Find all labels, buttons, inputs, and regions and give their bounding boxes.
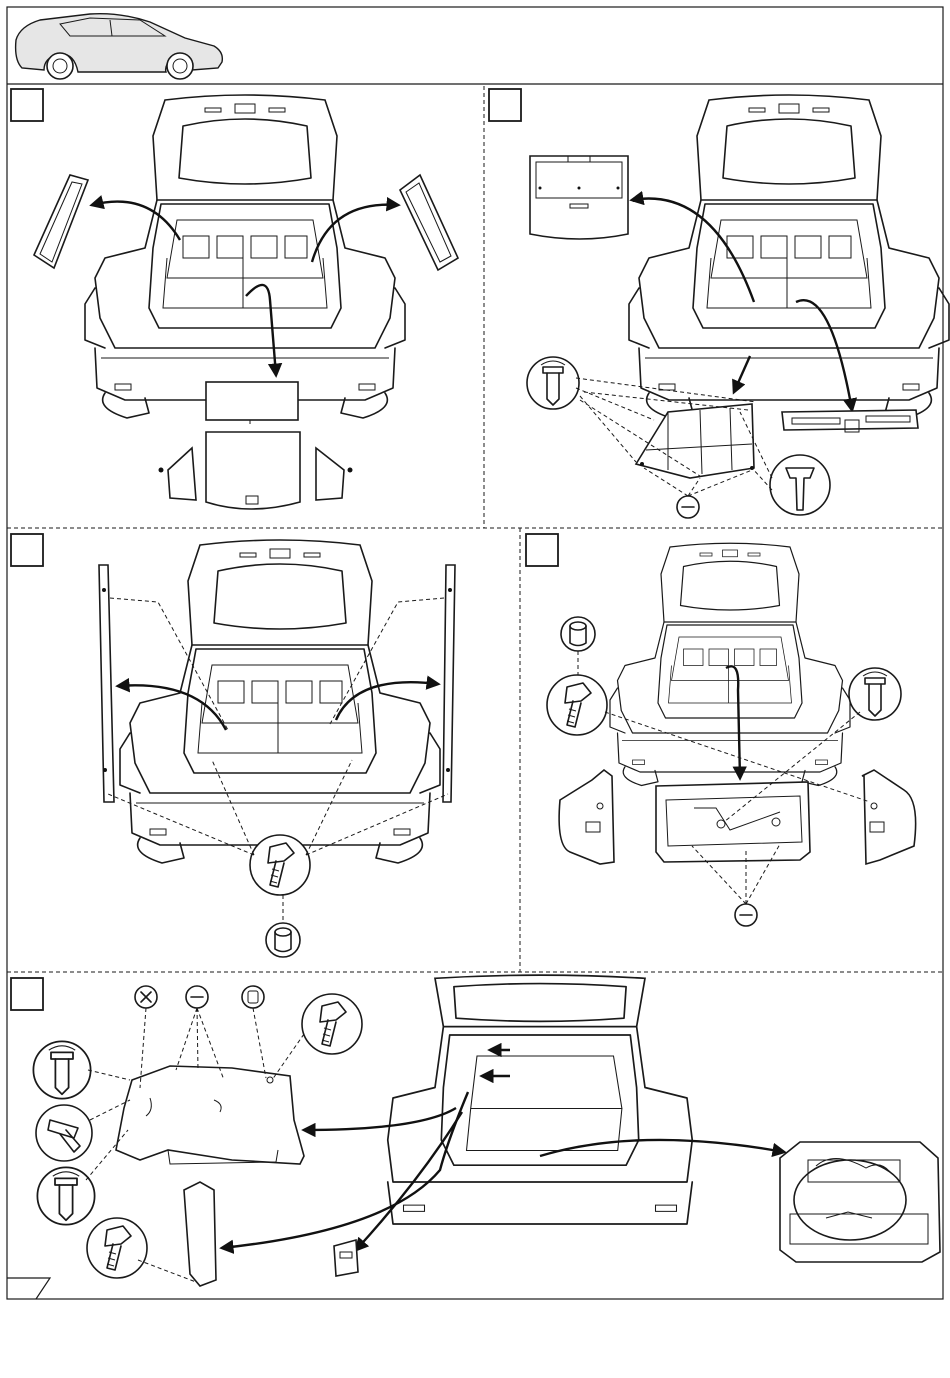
step-2-box xyxy=(489,89,521,121)
sill-plate xyxy=(782,410,918,432)
spare-tire-tray xyxy=(780,1142,940,1262)
panel-5 xyxy=(33,975,940,1286)
car-side-view-icon xyxy=(16,14,223,79)
bolt-icon xyxy=(87,1218,147,1278)
page-corner-tab xyxy=(7,1278,50,1299)
phillips-screwdriver-icon xyxy=(135,986,157,1008)
panel-4 xyxy=(547,543,916,926)
quarter-trim-panel xyxy=(116,1066,304,1164)
phillips-screw-icon xyxy=(36,1105,92,1161)
step-4-box xyxy=(526,534,558,566)
bolt-icon xyxy=(547,675,607,735)
flat-screwdriver-icon xyxy=(186,986,208,1008)
step-1-box xyxy=(11,89,43,121)
pillar-trim-left xyxy=(99,565,114,802)
nut-icon xyxy=(242,986,264,1008)
small-cover xyxy=(334,1240,358,1276)
clip-icon xyxy=(33,1041,90,1098)
car-rear-view xyxy=(629,95,949,418)
side-trim-left xyxy=(34,175,88,268)
floor-board-parts xyxy=(159,382,353,509)
nut-icon xyxy=(266,923,300,957)
side-trim-right xyxy=(400,175,458,270)
cargo-box xyxy=(636,404,754,478)
rear-floor-panel xyxy=(656,782,810,862)
pillar-trim xyxy=(184,1182,216,1286)
clip-icon xyxy=(527,357,579,409)
car-rear-view xyxy=(85,95,405,418)
tonneau-cover xyxy=(530,156,636,239)
nut-icon xyxy=(561,617,595,651)
panel-1 xyxy=(34,95,458,509)
flat-screwdriver-icon xyxy=(735,904,757,926)
clip-icon xyxy=(37,1167,94,1224)
clip-icon xyxy=(849,668,901,720)
side-panel-right xyxy=(862,770,916,864)
car-rear-view xyxy=(388,975,693,1224)
side-panel-left xyxy=(559,770,614,864)
bolt-icon xyxy=(250,835,310,895)
flat-screwdriver-icon xyxy=(677,496,699,518)
panel-3 xyxy=(99,540,455,957)
step-5-box xyxy=(11,978,43,1010)
bolt-icon xyxy=(302,994,362,1054)
panel-2 xyxy=(527,95,949,518)
clip-detail-icon xyxy=(770,455,830,515)
pillar-trim-right xyxy=(443,565,455,802)
car-rear-view xyxy=(120,540,440,863)
step-3-box xyxy=(11,534,43,566)
